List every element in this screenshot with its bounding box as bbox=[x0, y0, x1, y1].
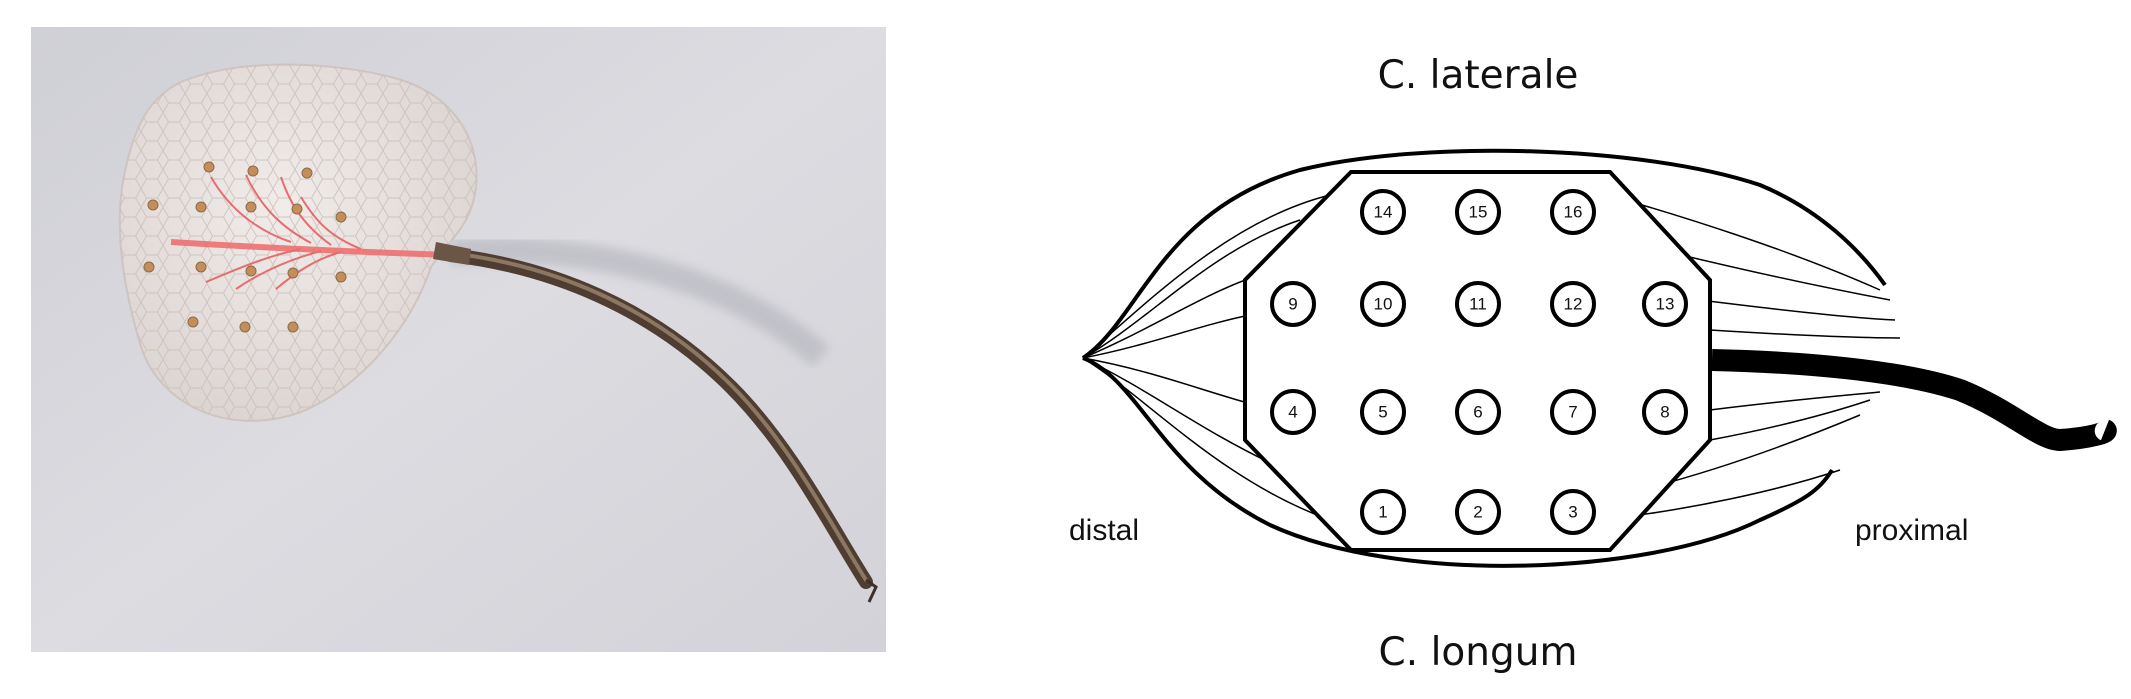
electrode-circle bbox=[1360, 189, 1406, 235]
electrode-circle bbox=[1270, 389, 1316, 435]
electrode-circle bbox=[1455, 489, 1501, 535]
electrode-15: 15 bbox=[1455, 189, 1501, 235]
electrode-number: 15 bbox=[1469, 203, 1488, 222]
electrode-1: 1 bbox=[1360, 489, 1406, 535]
electrode-number: 1 bbox=[1378, 503, 1387, 522]
electrode-circle bbox=[1455, 281, 1501, 327]
electrode-number: 3 bbox=[1568, 503, 1577, 522]
electrode-7: 7 bbox=[1550, 389, 1596, 435]
electrode-plate-octagon bbox=[1243, 170, 1712, 552]
electrode-circle bbox=[1550, 489, 1596, 535]
cable-highlight bbox=[449, 251, 868, 582]
electrode-circle bbox=[1550, 281, 1596, 327]
electrode-circle bbox=[1360, 489, 1406, 535]
electrode-8: 8 bbox=[1642, 389, 1688, 435]
electrode-4: 4 bbox=[1270, 389, 1316, 435]
red-wires bbox=[170, 174, 452, 290]
electrode-16: 16 bbox=[1550, 189, 1596, 235]
muscle-outline-bottom bbox=[1082, 356, 1834, 568]
electrode-12: 12 bbox=[1550, 281, 1596, 327]
electrode-circle bbox=[1360, 389, 1406, 435]
muscle-outline-top bbox=[1081, 148, 1887, 360]
electrode-11: 11 bbox=[1455, 281, 1501, 327]
electrode-number: 9 bbox=[1288, 295, 1297, 314]
electrode-circle bbox=[1550, 389, 1596, 435]
electrode-6: 6 bbox=[1455, 389, 1501, 435]
cable-tip bbox=[865, 578, 878, 603]
electrode-number: 11 bbox=[1469, 295, 1487, 314]
electrode-13: 13 bbox=[1642, 281, 1688, 327]
electrode-circle bbox=[1642, 281, 1688, 327]
label-c-laterale: C. laterale bbox=[1378, 53, 1579, 98]
electrode-10: 10 bbox=[1360, 281, 1406, 327]
cable-shadow bbox=[450, 237, 830, 367]
electrode-number: 7 bbox=[1568, 403, 1577, 422]
electrode-array-photo bbox=[31, 27, 886, 652]
electrode-circle bbox=[1270, 281, 1316, 327]
electrode-9: 9 bbox=[1270, 281, 1316, 327]
electrode-2: 2 bbox=[1455, 489, 1501, 535]
electrode-3: 3 bbox=[1550, 489, 1596, 535]
label-distal: distal bbox=[1069, 514, 1139, 547]
electrode-14: 14 bbox=[1360, 189, 1406, 235]
electrode-5: 5 bbox=[1360, 389, 1406, 435]
label-c-longum: C. longum bbox=[1379, 630, 1578, 675]
electrode-circle bbox=[1642, 389, 1688, 435]
electrode-number: 2 bbox=[1473, 503, 1482, 522]
electrode-number: 8 bbox=[1660, 403, 1669, 422]
electrode-number: 10 bbox=[1374, 295, 1393, 314]
film-mesh bbox=[119, 64, 477, 421]
electrode-number: 14 bbox=[1374, 203, 1393, 222]
electrode-circle bbox=[1455, 189, 1501, 235]
electrode-circle bbox=[1550, 189, 1596, 235]
cable-junction bbox=[433, 242, 471, 265]
label-proximal: proximal bbox=[1855, 514, 1968, 547]
distal-fiber-lines bbox=[1082, 194, 1331, 521]
electrode-number: 13 bbox=[1656, 295, 1675, 314]
electrode-number: 12 bbox=[1564, 295, 1583, 314]
electrode-dots bbox=[143, 161, 347, 333]
electrode-number: 5 bbox=[1378, 403, 1387, 422]
electrode-circle bbox=[1455, 389, 1501, 435]
electrode-number: 4 bbox=[1288, 403, 1297, 422]
electrode-circle bbox=[1360, 281, 1406, 327]
diagram-cable bbox=[1711, 349, 2117, 452]
electrode-number: 6 bbox=[1473, 403, 1482, 422]
electrode-number: 16 bbox=[1564, 203, 1583, 222]
